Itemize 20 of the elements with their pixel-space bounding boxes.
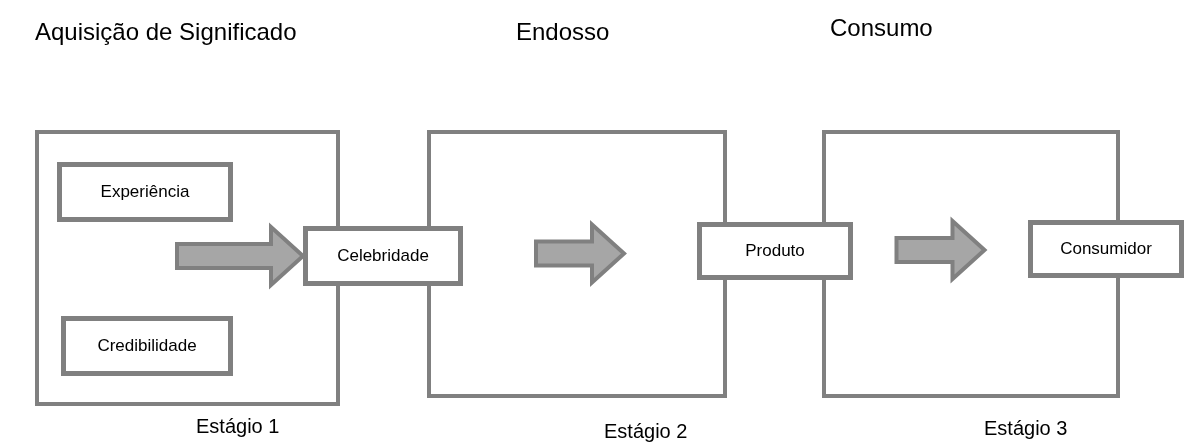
text-box [1028,220,1184,278]
box-label: Credibilidade [97,336,197,356]
block-arrow [894,216,988,284]
stage-caption: Estágio 3 [984,417,1068,440]
stage-caption: Estágio 1 [196,415,280,438]
box-label: Produto [745,241,805,261]
text-box [57,162,233,222]
box-label: Consumidor [1060,239,1152,259]
box-label: Experiência [100,182,190,202]
stage-caption: Estágio 2 [604,420,688,443]
stage-frame [35,130,340,406]
phase-heading: Endosso [516,18,610,46]
block-arrow [534,220,627,287]
phase-heading: Consumo [830,14,933,42]
text-box [61,316,233,376]
text-box [697,222,853,280]
phase-heading: Aquisição de Significado [35,18,297,46]
text-box [303,226,463,286]
block-arrow [175,222,306,290]
box-label: Celebridade [337,246,429,266]
